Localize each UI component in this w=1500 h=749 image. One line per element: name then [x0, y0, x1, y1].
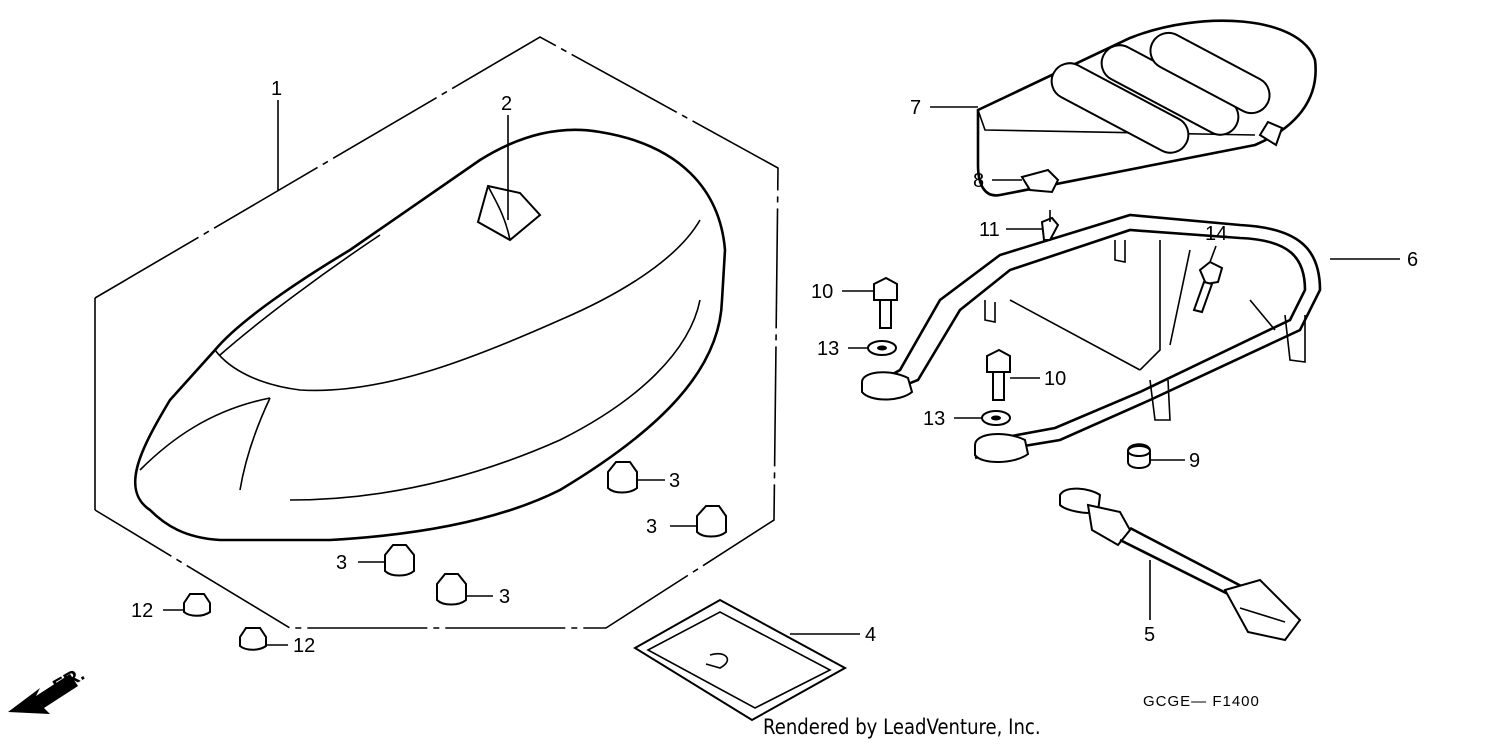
- callout-2: 2: [501, 93, 512, 115]
- carrier-plate: [976, 19, 1317, 197]
- callout-1: 1: [271, 78, 282, 100]
- leader-lines: [163, 100, 1400, 646]
- seat-label-tag: [476, 184, 542, 242]
- callout-11: 11: [979, 219, 1000, 241]
- helmet-cable: [1059, 487, 1302, 642]
- callout-3: 3: [669, 470, 680, 492]
- front-direction-arrow: FR.: [8, 663, 88, 714]
- hex-nut: [239, 627, 267, 651]
- flange-bolt: [1192, 260, 1224, 314]
- callout-12: 12: [293, 635, 315, 657]
- washer: [981, 410, 1011, 426]
- callout-13: 13: [817, 338, 839, 360]
- document-bag: [633, 598, 848, 722]
- callout-14: 14: [1205, 223, 1227, 245]
- rubber-cushion: [607, 461, 638, 494]
- rubber-cushion: [384, 544, 415, 577]
- seat: [133, 128, 727, 542]
- callout-labels: 1 2 3 3 3 3 4 5 6 7 8 9 10 10 11 12 12 1…: [131, 78, 1418, 657]
- callout-4: 4: [865, 624, 876, 646]
- callout-3: 3: [336, 552, 347, 574]
- callout-7: 7: [910, 97, 921, 119]
- washer: [867, 340, 897, 356]
- rubber-cushion: [696, 505, 727, 538]
- credit-text: Rendered by LeadVenture, Inc.: [763, 715, 1041, 739]
- rubber-cushion: [436, 573, 467, 606]
- seat-group-outline: [94, 36, 779, 629]
- hex-nut: [183, 593, 211, 617]
- callout-5: 5: [1144, 624, 1155, 646]
- clip: [1020, 168, 1060, 194]
- screw: [1040, 210, 1060, 241]
- bolt: [986, 348, 1011, 401]
- callout-3: 3: [646, 516, 657, 538]
- collar: [1127, 443, 1151, 469]
- bolt: [873, 276, 898, 329]
- callout-6: 6: [1407, 249, 1418, 271]
- diagram-code: GCGE— F1400: [1143, 693, 1260, 710]
- callout-8: 8: [973, 170, 984, 192]
- callout-10: 10: [1044, 368, 1066, 390]
- callout-3: 3: [499, 586, 510, 608]
- callout-13: 13: [923, 408, 945, 430]
- callout-12: 12: [131, 600, 153, 622]
- callout-10: 10: [811, 281, 833, 303]
- rear-carrier: [861, 213, 1322, 463]
- callout-9: 9: [1189, 450, 1200, 472]
